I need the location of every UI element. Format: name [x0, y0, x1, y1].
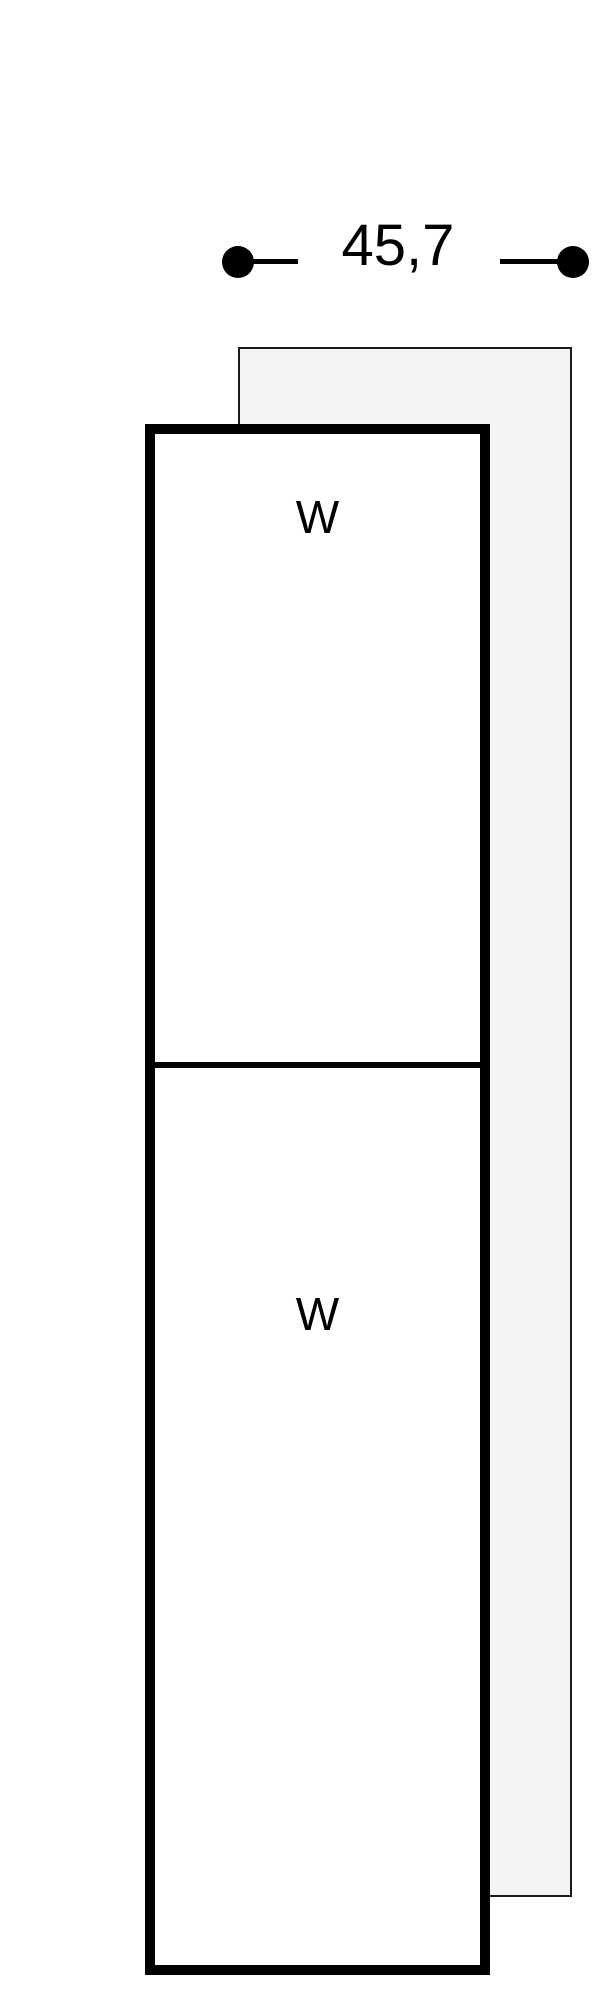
dimension-right-endpoint-dot-icon [557, 246, 589, 278]
dimension-right-leader-line [500, 259, 560, 264]
cabinet-compartment-lower: W [155, 1068, 480, 1971]
compartment-upper-label: W [295, 491, 340, 543]
shelf-divider-line [155, 1062, 480, 1068]
cabinet-compartment-upper: W [155, 434, 480, 1062]
dimension-annotation: 45,7 [0, 0, 615, 330]
dimension-label: 45,7 [341, 213, 455, 278]
compartment-lower-label: W [295, 1287, 340, 1340]
dimension-left-leader-line [250, 259, 298, 264]
dimension-left-endpoint-dot-icon [222, 246, 254, 278]
cabinet-body: W W [145, 424, 490, 1975]
